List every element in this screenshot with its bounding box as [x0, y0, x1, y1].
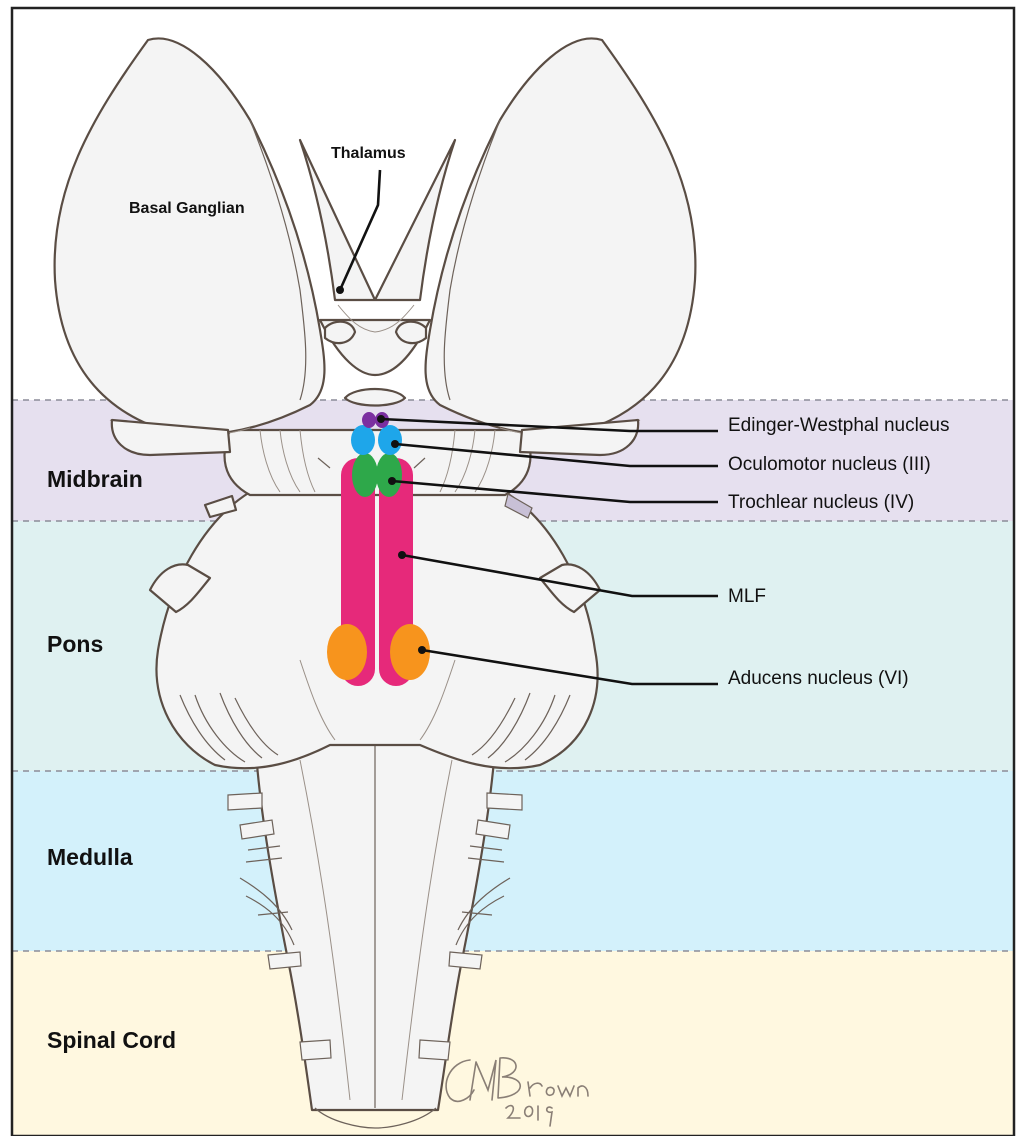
- leader-oculomotor-dot: [391, 440, 399, 448]
- leader-edinger-westphal-dot: [377, 415, 385, 423]
- label-basal-ganglia: Basal Ganglian: [129, 200, 245, 217]
- oculomotor-nucleus-right: [378, 425, 402, 455]
- trochlear-nucleus-right: [376, 453, 402, 497]
- leader-thalamus-dot: [336, 286, 344, 294]
- edinger-westphal-nucleus-left: [362, 412, 376, 428]
- label-pons: Pons: [47, 631, 103, 657]
- label-edinger-westphal: Edinger-Westphal nucleus: [728, 415, 949, 436]
- label-mlf: MLF: [728, 586, 766, 607]
- trochlear-nucleus-left: [352, 453, 378, 497]
- oculomotor-nucleus-left: [351, 425, 375, 455]
- label-midbrain: Midbrain: [47, 466, 143, 492]
- label-spinal-cord: Spinal Cord: [47, 1027, 176, 1053]
- label-medulla: Medulla: [47, 844, 133, 870]
- leader-trochlear-dot: [388, 477, 396, 485]
- label-oculomotor: Oculomotor nucleus (III): [728, 454, 931, 475]
- leader-abducens-dot: [418, 646, 426, 654]
- leader-mlf-dot: [398, 551, 406, 559]
- label-trochlear: Trochlear nucleus (IV): [728, 492, 914, 513]
- label-abducens: Aducens nucleus (VI): [728, 668, 909, 689]
- abducens-nucleus-left: [327, 624, 367, 680]
- label-thalamus: Thalamus: [331, 145, 406, 162]
